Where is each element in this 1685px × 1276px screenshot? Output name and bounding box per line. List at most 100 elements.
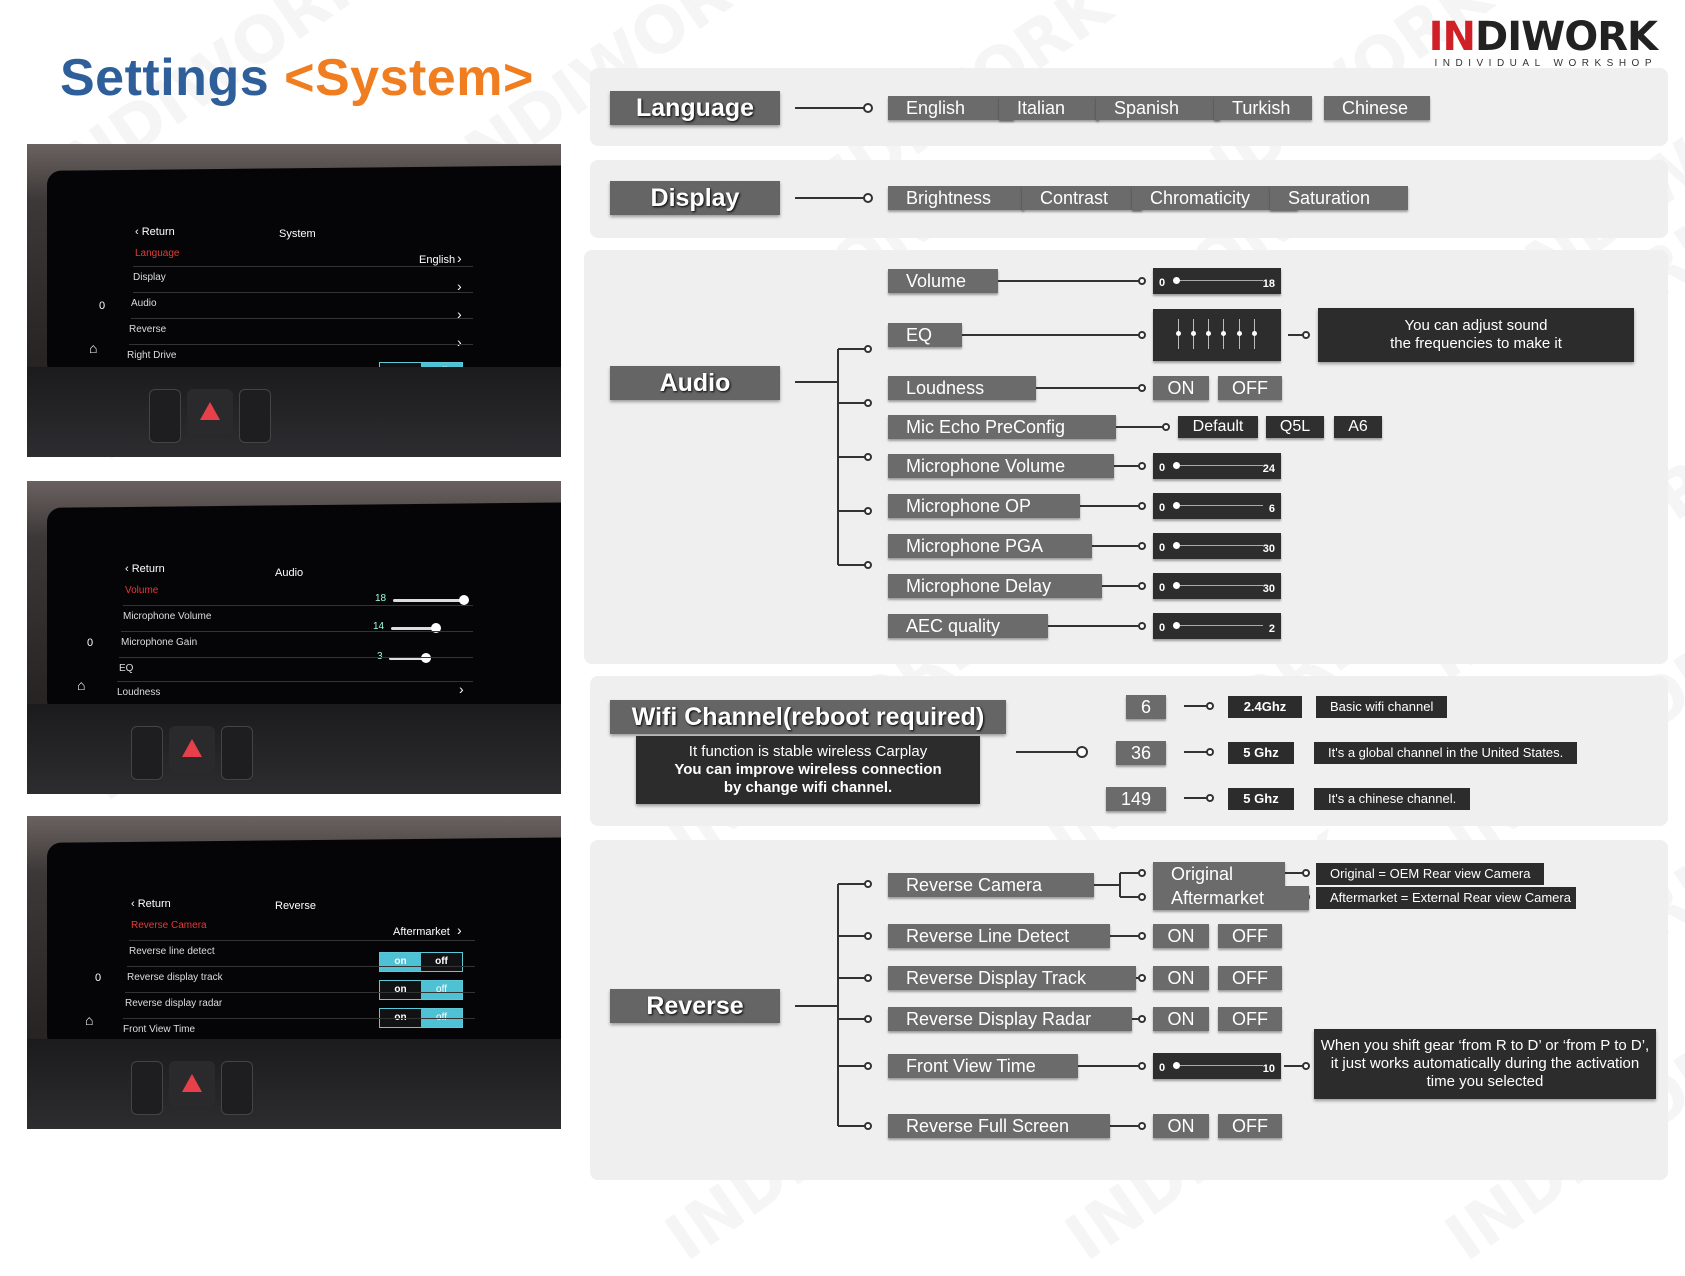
wifi-desc-basic: Basic wifi channel <box>1316 696 1448 718</box>
return-link: ‹ Return <box>135 226 175 238</box>
home-icon: ⌂ <box>77 677 86 693</box>
screen-row: Front View Time <box>123 1024 196 1035</box>
reverse-line-detect-off: OFF <box>1218 924 1282 948</box>
chevron-right-icon: › <box>457 250 462 266</box>
side-indicator: 0 <box>95 972 102 984</box>
audio-volume-label: Volume <box>888 269 998 293</box>
audio-loudness-on: ON <box>1153 376 1209 400</box>
reverse-display-track-label: Reverse Display Track <box>888 966 1136 990</box>
language-option-english: English <box>888 96 1014 120</box>
mic-echo-option-default: Default <box>1178 416 1258 438</box>
audio-eq-graphic <box>1153 309 1281 361</box>
wifi-channel-6: 6 <box>1126 695 1166 719</box>
mic-echo-option-q5l: Q5L <box>1266 416 1324 438</box>
logo-subtitle: INDIVIDUAL WORKSHOP <box>1434 58 1657 69</box>
front-view-time-note: When you shift gear ‘from R to D’ or ‘fr… <box>1314 1029 1656 1099</box>
screenshot-system: ‹ Return System Language English › Displ… <box>27 144 561 457</box>
screen-row: Reverse Camera <box>131 920 207 931</box>
mic-gain-value: 3 <box>377 651 383 662</box>
audio-loudness-label: Loudness <box>888 376 1036 400</box>
reverse-header: Reverse <box>610 989 780 1023</box>
screen-row: Microphone Volume <box>123 611 212 622</box>
wifi-channel-36: 36 <box>1116 741 1166 765</box>
chevron-right-icon: › <box>457 922 462 938</box>
screen-row: Volume <box>125 585 159 596</box>
reverse-line-detect-label: Reverse Line Detect <box>888 924 1110 948</box>
wifi-band-5ghz-b: 5 Ghz <box>1228 788 1294 810</box>
screen-row: Reverse display track <box>127 972 223 983</box>
reverse-display-radar-label: Reverse Display Radar <box>888 1007 1132 1031</box>
screen-row: Audio <box>131 298 157 309</box>
reverse-full-screen-off: OFF <box>1218 1114 1282 1138</box>
reverse-camera-desc-original: Original = OEM Rear view Camera <box>1316 863 1544 885</box>
side-indicator: 0 <box>99 300 106 312</box>
screen-title: Audio <box>275 567 304 579</box>
wifi-header: Wifi Channel(reboot required) <box>610 700 1006 734</box>
chevron-right-icon: › <box>457 306 462 322</box>
wifi-note: It function is stable wireless Carplay Y… <box>636 736 980 804</box>
reverse-camera-label: Reverse Camera <box>888 873 1094 897</box>
screen-row: Reverse line detect <box>129 946 215 957</box>
logo-mark-b: DIWORK <box>1474 14 1658 60</box>
audio-mic-volume-label: Microphone Volume <box>888 454 1114 478</box>
audio-mic-pga-label: Microphone PGA <box>888 534 1092 558</box>
return-link: ‹ Return <box>131 898 171 910</box>
display-option-saturation: Saturation <box>1270 186 1408 210</box>
wifi-band-5ghz-a: 5 Ghz <box>1228 742 1294 764</box>
wifi-desc-us: It's a global channel in the United Stat… <box>1314 742 1578 764</box>
reverse-full-screen-on: ON <box>1153 1114 1209 1138</box>
wifi-desc-china: It's a chinese channel. <box>1314 788 1471 810</box>
screen-row: EQ <box>119 663 134 674</box>
audio-aec-label: AEC quality <box>888 614 1048 638</box>
reverse-camera-desc-aftermarket: Aftermarket = External Rear view Camera <box>1316 887 1576 909</box>
wifi-band-2-4ghz: 2.4Ghz <box>1228 696 1302 718</box>
audio-loudness-off: OFF <box>1218 376 1282 400</box>
chevron-right-icon: › <box>457 278 462 294</box>
display-header: Display <box>610 181 780 215</box>
screen-row: Display <box>133 272 166 283</box>
page-title: Settings <System> <box>60 49 534 107</box>
audio-mic-delay-label: Microphone Delay <box>888 574 1102 598</box>
front-view-time-label: Front View Time <box>888 1054 1078 1078</box>
mic-echo-option-a6: A6 <box>1334 416 1382 438</box>
language-header: Language <box>610 91 780 125</box>
audio-eq-label: EQ <box>888 323 962 347</box>
mic-volume-value: 14 <box>373 621 385 632</box>
audio-mic-op-label: Microphone OP <box>888 494 1080 518</box>
brand-logo: INDIWORK INDIVIDUAL WORKSHOP <box>1428 14 1658 69</box>
language-option-italian: Italian <box>999 96 1099 120</box>
screen-row: Reverse <box>129 324 167 335</box>
screen-row: Right Drive <box>127 350 177 361</box>
chevron-right-icon: › <box>457 334 462 350</box>
screen-title: System <box>279 228 316 240</box>
language-option-spanish: Spanish <box>1096 96 1220 120</box>
screen-title: Reverse <box>275 900 316 912</box>
reverse-display-radar-off: OFF <box>1218 1007 1282 1031</box>
audio-mic-echo-label: Mic Echo PreConfig <box>888 415 1116 439</box>
audio-header: Audio <box>610 366 780 400</box>
return-link: ‹ Return <box>125 563 165 575</box>
home-icon: ⌂ <box>85 1012 94 1028</box>
reverse-display-radar-on: ON <box>1153 1007 1209 1031</box>
language-option-chinese: Chinese <box>1324 96 1430 120</box>
screenshot-reverse: ‹ Return Reverse Reverse Camera Aftermar… <box>27 816 561 1129</box>
reverse-camera-original: Original <box>1153 862 1285 886</box>
logo-mark-a: IN <box>1428 14 1476 60</box>
screen-value: Aftermarket <box>393 926 450 938</box>
reverse-line-detect-on: ON <box>1153 924 1209 948</box>
screen-row: Reverse display radar <box>125 998 223 1009</box>
screen-row: Loudness <box>117 687 161 698</box>
screen-value: English <box>419 254 456 266</box>
screen-row: Microphone Gain <box>121 637 198 648</box>
reverse-full-screen-label: Reverse Full Screen <box>888 1114 1110 1138</box>
reverse-camera-aftermarket: Aftermarket <box>1153 886 1309 910</box>
screen-row: Language <box>135 248 180 259</box>
